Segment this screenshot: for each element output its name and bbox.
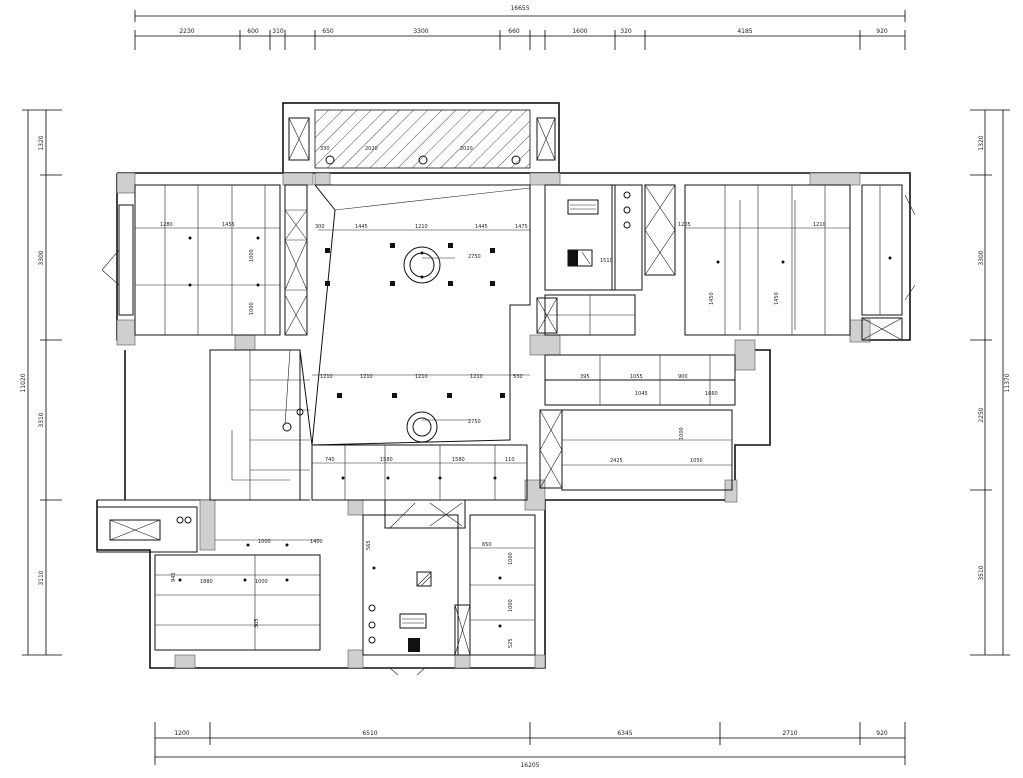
top-seg-6: 660 — [508, 28, 520, 35]
living-label-10: 1210 — [470, 374, 483, 380]
bathroom-ceiling: 565 — [362, 499, 471, 676]
wall-columns — [116, 172, 871, 669]
left-dimension-lines: 1320 3300 3310 3110 11020 — [20, 109, 62, 656]
left-total-label: 11020 — [20, 373, 27, 392]
corridor-left — [209, 349, 310, 501]
dining-label-2: 1580 — [380, 457, 393, 463]
left-seg-1: 1320 — [38, 135, 45, 150]
right-seg-2: 3300 — [978, 250, 985, 265]
bottom-room-label-1: 1000 — [258, 539, 271, 545]
left-seg-2: 3300 — [38, 250, 45, 265]
bottom-room-label-5: 945 — [171, 572, 177, 582]
balcony-label-2: 2020 — [365, 146, 378, 152]
top-seg-2: 600 — [247, 28, 259, 35]
balcony-label-3: 2020 — [460, 146, 473, 152]
right-bedroom-ceiling: 1205 1210 1450 1450 — [678, 184, 916, 341]
left-bedroom-ceiling: 1280 1455 1000 1000 — [101, 184, 308, 336]
living-label-7: 2750 — [468, 419, 481, 425]
balcony-label-1: 330 — [320, 146, 330, 152]
living-room-ceiling: 300 1445 1210 1445 1475 2750 2750 1210 1… — [299, 184, 531, 446]
ceiling-lamp-icon — [403, 246, 455, 284]
bottom-total-label: 16205 — [520, 762, 539, 769]
bedroom2-label-4: 1450 — [774, 292, 780, 305]
bottom-room-label-2: 1400 — [310, 539, 323, 545]
living-label-1: 300 — [315, 224, 325, 230]
bedroom1-label-3: 1000 — [249, 249, 255, 262]
kitchen-ceiling: 1510 — [544, 184, 676, 291]
right-seg-1: 1320 — [978, 135, 985, 150]
study-label-2: 1055 — [630, 374, 643, 380]
living-label-11: 1210 — [320, 374, 333, 380]
corridor-label-4: 525 — [508, 638, 514, 648]
bottom-seg-3: 6345 — [617, 730, 632, 737]
bedroom1-label-2: 1455 — [222, 222, 235, 228]
right-seg-4: 3510 — [978, 565, 985, 580]
study-label-7: 1050 — [690, 458, 703, 464]
corridor-label-3: 1000 — [508, 599, 514, 612]
top-seg-5: 3300 — [413, 28, 428, 35]
dining-label-3: 1580 — [452, 457, 465, 463]
bottom-room-label-6: 305 — [254, 618, 260, 628]
study-label-1: 395 — [580, 374, 590, 380]
dining-ceiling: 740 1580 1580 110 — [311, 444, 528, 501]
bottom-seg-2: 6510 — [362, 730, 377, 737]
top-seg-8: 320 — [620, 28, 632, 35]
study-label-8: 1000 — [679, 427, 685, 440]
bedroom2-label-3: 1450 — [709, 292, 715, 305]
study-room-ceiling: 395 1055 900 1045 1660 2425 1050 1000 — [536, 294, 736, 491]
top-seg-7: 1600 — [572, 28, 587, 35]
study-label-4: 1045 — [635, 391, 648, 397]
top-dimension-lines: 16655 2230 600 310 650 3300 660 1600 320… — [134, 5, 906, 50]
dining-label-1: 740 — [325, 457, 335, 463]
bottom-left-room-ceiling: 1000 1400 1880 1000 945 305 — [96, 506, 323, 651]
top-seg-9: 4185 — [737, 28, 752, 35]
right-seg-3: 2250 — [978, 407, 985, 422]
living-label-4: 1445 — [475, 224, 488, 230]
bottom-seg-4: 2710 — [782, 730, 797, 737]
living-label-2: 1445 — [355, 224, 368, 230]
top-balcony: 330 2020 2020 — [282, 102, 560, 174]
bedroom2-label-1: 1205 — [678, 222, 691, 228]
corridor-label-2: 1000 — [508, 552, 514, 565]
top-seg-4: 650 — [322, 28, 334, 35]
study-label-5: 1660 — [705, 391, 718, 397]
bottom-room-label-3: 1880 — [200, 579, 213, 585]
top-seg-3: 310 — [272, 28, 284, 35]
living-label-9: 1210 — [415, 374, 428, 380]
left-seg-4: 3110 — [38, 570, 45, 585]
range-hood-icon — [567, 249, 593, 267]
left-seg-3: 3310 — [38, 412, 45, 427]
bathroom-fixture-icon — [416, 571, 432, 587]
top-segment-ticks — [134, 30, 906, 50]
top-seg-1: 2230 — [179, 28, 194, 35]
kitchen-label-1: 1510 — [600, 258, 613, 264]
bedroom1-label-4: 1000 — [249, 302, 255, 315]
bath-label-1: 565 — [366, 540, 372, 550]
bottom-dimension-lines: 1200 6510 6345 2710 920 16205 — [154, 722, 906, 769]
ceiling-lamp-icon — [406, 411, 470, 443]
study-label-3: 900 — [678, 374, 688, 380]
living-label-3: 1210 — [415, 224, 428, 230]
downlight-icon — [325, 243, 505, 398]
bottom-room-label-4: 1000 — [255, 579, 268, 585]
living-label-8: 1210 — [360, 374, 373, 380]
bottom-seg-5: 920 — [876, 730, 888, 737]
bedroom2-label-2: 1210 — [813, 222, 826, 228]
corridor-label-1: 650 — [482, 542, 492, 548]
bottom-seg-1: 1200 — [174, 730, 189, 737]
living-label-12: 530 — [513, 374, 523, 380]
right-dimension-lines: 1320 3300 2250 3510 11370 — [970, 109, 1011, 656]
top-seg-10: 920 — [876, 28, 888, 35]
living-label-5: 1475 — [515, 224, 528, 230]
right-total-label: 11370 — [1004, 373, 1011, 392]
outer-walls — [96, 172, 911, 669]
top-total-label: 16655 — [510, 5, 529, 12]
dining-label-4: 110 — [505, 457, 515, 463]
study-label-6: 2425 — [610, 458, 623, 464]
bottom-right-corridor: 650 1000 1000 525 — [469, 514, 536, 656]
bedroom1-label-1: 1280 — [160, 222, 173, 228]
living-label-6: 2750 — [468, 254, 481, 260]
